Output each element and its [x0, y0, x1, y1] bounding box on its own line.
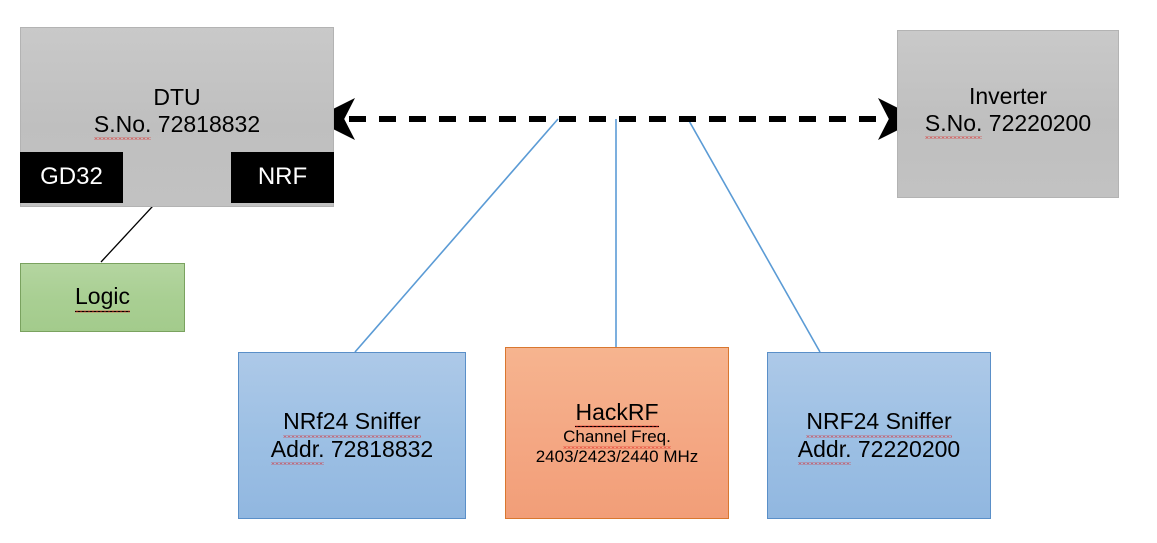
- nrf-label: NRF: [257, 163, 308, 191]
- node-gd32[interactable]: GD32: [20, 152, 123, 203]
- sniffer-left-addr-value: 72818832: [330, 435, 434, 462]
- hackrf-sub-label: Channel Freq.: [563, 427, 671, 450]
- inverter-serial: S.No. 72220200: [924, 110, 1092, 140]
- sniffer-right-addr: Addr. 72220200: [797, 435, 961, 465]
- hackrf-frequencies: 2403/2423/2440 MHz: [535, 447, 699, 467]
- connector-sniffer-right-tap: [687, 118, 821, 353]
- dtu-serial: S.No. 72818832: [93, 111, 261, 141]
- gd32-label: GD32: [40, 163, 103, 191]
- dtu-label: DTU: [153, 84, 201, 110]
- dtu-serial-value: 72818832: [157, 111, 261, 138]
- node-nrf[interactable]: NRF: [231, 152, 334, 203]
- node-sniffer-left[interactable]: NRf24 Sniffer Addr. 72818832: [238, 352, 466, 519]
- node-inverter[interactable]: Inverter S.No. 72220200: [897, 30, 1119, 198]
- logic-label: Logic: [75, 283, 130, 313]
- inverter-serial-label: S.No.: [924, 110, 983, 140]
- node-sniffer-right[interactable]: NRF24 Sniffer Addr. 72220200: [767, 352, 991, 519]
- node-logic[interactable]: Logic: [20, 263, 185, 332]
- connector-sniffer-left-tap: [354, 118, 559, 353]
- sniffer-right-label: NRF24 Sniffer: [806, 408, 952, 438]
- hackrf-label: HackRF: [575, 399, 659, 429]
- sniffer-left-addr: Addr. 72818832: [270, 435, 434, 465]
- dtu-serial-label: S.No.: [93, 111, 152, 141]
- inverter-serial-value: 72220200: [988, 110, 1092, 137]
- sniffer-left-addr-label: Addr.: [270, 435, 325, 465]
- node-hackrf[interactable]: HackRF Channel Freq. 2403/2423/2440 MHz: [505, 347, 729, 519]
- sniffer-left-label: NRf24 Sniffer: [283, 408, 421, 438]
- sniffer-right-addr-label: Addr.: [797, 435, 852, 465]
- sniffer-right-addr-value: 72220200: [857, 435, 961, 462]
- inverter-label: Inverter: [969, 83, 1047, 109]
